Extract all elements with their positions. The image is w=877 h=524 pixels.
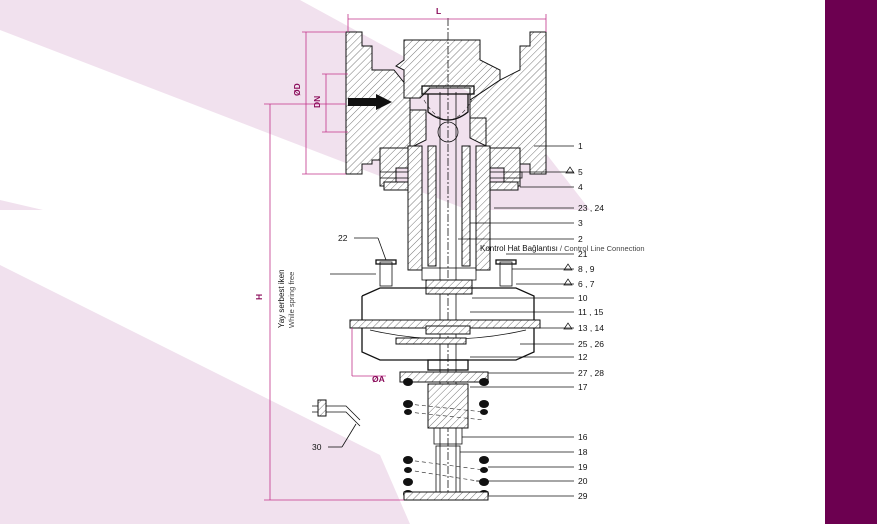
spring-free-tr: Yay serbest iken: [277, 269, 286, 328]
part-3: 3: [578, 218, 583, 228]
part-6-7: 6 , 7: [578, 279, 595, 289]
spring-free-en: While spring free: [287, 272, 296, 328]
part-18: 18: [578, 447, 588, 457]
tolerance-markers: [563, 166, 575, 330]
part-21: 21: [578, 249, 588, 259]
part-2: 2: [578, 234, 583, 244]
dim-A-label: ØA: [372, 374, 385, 384]
part-20: 20: [578, 476, 588, 486]
part-23-24: 23 , 24: [578, 203, 604, 213]
dim-DN-label: DN: [312, 96, 322, 108]
part-27-28: 27 , 28: [578, 368, 604, 378]
dim-H-label: H: [254, 294, 264, 300]
leader-lines: [328, 145, 574, 497]
dim-D-label: ØD: [292, 83, 302, 96]
part-10: 10: [578, 293, 588, 303]
part-17: 17: [578, 382, 588, 392]
part-1: 1: [578, 141, 583, 151]
part-30: 30: [312, 442, 322, 452]
part-19: 19: [578, 462, 588, 472]
part-8-9: 8 , 9: [578, 264, 595, 274]
part-5: 5: [578, 167, 583, 177]
part-11-15: 11 , 15: [578, 307, 604, 317]
dimension-lines: [264, 14, 547, 501]
part-22: 22: [338, 233, 348, 243]
part-16: 16: [578, 432, 588, 442]
dim-L-label: L: [436, 6, 441, 16]
part-numbers: 1 5 4 23 , 24 3 2 21 8 , 9 6 , 7 10 11 ,…: [312, 141, 604, 501]
part-25-26: 25 , 26: [578, 339, 604, 349]
part-13-14: 13 , 14: [578, 323, 604, 333]
part-29: 29: [578, 491, 588, 501]
spring-section: [312, 359, 489, 501]
control-line-en: Control Line Connection: [564, 244, 644, 253]
accent-bar: [825, 0, 877, 524]
control-line-label: Kontrol Hat Bağlantısı / Control Line Co…: [480, 244, 645, 253]
part-12: 12: [578, 352, 588, 362]
part-4: 4: [578, 182, 583, 192]
control-line-sep: /: [558, 244, 564, 253]
control-line-tr: Kontrol Hat Bağlantısı: [480, 244, 558, 253]
